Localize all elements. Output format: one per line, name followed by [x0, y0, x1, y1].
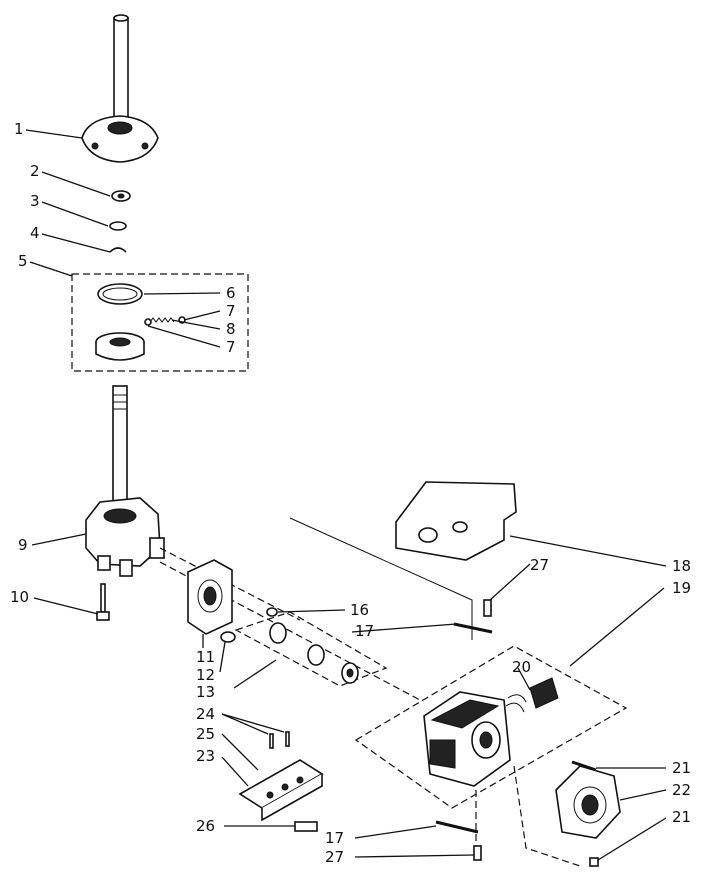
part-9-gearcase — [85, 497, 165, 577]
part-24-screws — [269, 731, 290, 749]
part-12-plate — [187, 559, 233, 635]
callout-10: 10 — [10, 588, 29, 606]
part-27-screw — [483, 599, 492, 617]
part-1-hub — [81, 115, 159, 163]
motor-part — [423, 691, 511, 787]
callout-26: 26 — [196, 817, 215, 835]
leader-lines — [25, 129, 667, 861]
callout-27: 27 — [530, 556, 549, 574]
callout-18: 18 — [672, 557, 691, 575]
part-26-clip — [294, 821, 318, 832]
part-19-group-box — [354, 645, 628, 809]
callout-9: 9 — [18, 536, 28, 554]
callout-19: 19 — [672, 579, 691, 597]
callout-4: 4 — [30, 224, 40, 242]
callout-21: 21 — [672, 759, 691, 777]
part-18-gasket — [395, 481, 517, 561]
callout-25: 25 — [196, 725, 215, 743]
part-3-ring — [109, 221, 127, 231]
callout-22: 22 — [672, 781, 691, 799]
top-shaft-part — [113, 14, 129, 131]
lower-shaft-part — [112, 385, 128, 507]
part-17-rod — [453, 622, 493, 634]
callout-7: 7 — [226, 338, 236, 356]
callout-16: 16 — [350, 601, 369, 619]
part-16-pin — [266, 607, 278, 617]
callout-5: 5 — [18, 252, 28, 270]
callout-labels: 1 2 3 4 5 6 7 8 7 9 10 11 12 13 16 17 18… — [10, 120, 691, 866]
callout-20: 20 — [512, 658, 531, 676]
guide-line — [513, 765, 581, 867]
part-17-rod-bottom — [435, 820, 479, 834]
callout-11: 11 — [196, 648, 215, 666]
part-20-switch — [505, 677, 559, 713]
part-6-spring-band — [97, 283, 143, 305]
part-21-pin-bottom — [589, 857, 599, 867]
callout-6: 6 — [226, 284, 236, 302]
callout-7: 7 — [226, 302, 236, 320]
part-23-bracket — [238, 759, 324, 822]
callout-21: 21 — [672, 808, 691, 826]
part-5-assembly-box — [71, 273, 249, 372]
callout-24: 24 — [196, 705, 215, 723]
callout-27: 27 — [325, 848, 344, 866]
part-4-clip — [109, 247, 127, 253]
callout-12: 12 — [196, 666, 215, 684]
pulley-part — [95, 332, 145, 361]
part-21-pin — [571, 760, 597, 772]
part-27-screw-bottom — [473, 845, 482, 861]
callout-8: 8 — [226, 320, 236, 338]
callout-17: 17 — [325, 829, 344, 847]
part-13-couplers — [269, 622, 359, 684]
callout-1: 1 — [14, 120, 24, 138]
callout-3: 3 — [30, 192, 40, 210]
callout-13: 13 — [196, 683, 215, 701]
part-13-group-box — [234, 611, 388, 687]
part-2-washer — [111, 190, 131, 202]
callout-2: 2 — [30, 162, 40, 180]
callout-17: 17 — [355, 622, 374, 640]
part-10-bolt — [96, 583, 110, 621]
callout-23: 23 — [196, 747, 215, 765]
part-22-pump — [555, 765, 621, 839]
part-11-coupling — [220, 631, 236, 643]
